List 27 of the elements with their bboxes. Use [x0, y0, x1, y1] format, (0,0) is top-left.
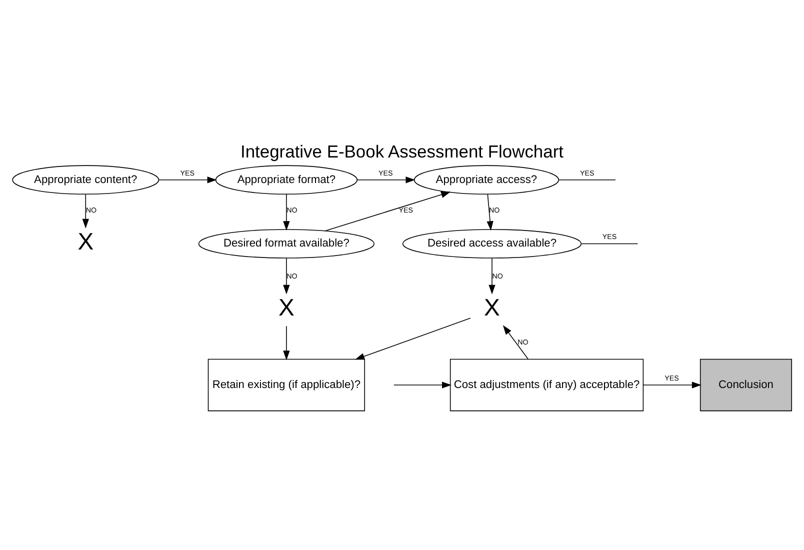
node-box: Conclusion: [700, 358, 792, 411]
node-ellipse: Desired access available?: [402, 228, 582, 258]
arrow: [283, 325, 290, 360]
arrow: [502, 324, 528, 359]
node-box: Retain existing (if applicable)?: [208, 358, 366, 411]
connector: [558, 178, 616, 180]
node-ellipse: Appropriate content?: [12, 164, 160, 194]
arrow: [283, 193, 290, 230]
arrow: [488, 257, 496, 294]
node-ellipse: Appropriate format?: [215, 164, 358, 194]
arrow: [324, 190, 451, 231]
node-text: X: [278, 294, 294, 322]
connector: [580, 242, 638, 244]
arrow: [356, 176, 416, 183]
arrow: [354, 317, 471, 360]
arrow: [82, 193, 89, 228]
arrow: [486, 193, 494, 230]
node-ellipse: Appropriate access?: [414, 164, 560, 194]
diagram-title: Integrative E-Book Assessment Flowchart: [240, 140, 564, 161]
node-text: X: [78, 228, 94, 256]
arrow: [158, 176, 217, 183]
arrow: [393, 381, 452, 388]
arrow: [643, 381, 702, 388]
arrow: [283, 257, 290, 294]
node-ellipse: Desired format available?: [198, 228, 375, 258]
node-text: X: [484, 294, 500, 322]
node-box: Cost adjustments (if any) acceptable?: [450, 358, 644, 411]
